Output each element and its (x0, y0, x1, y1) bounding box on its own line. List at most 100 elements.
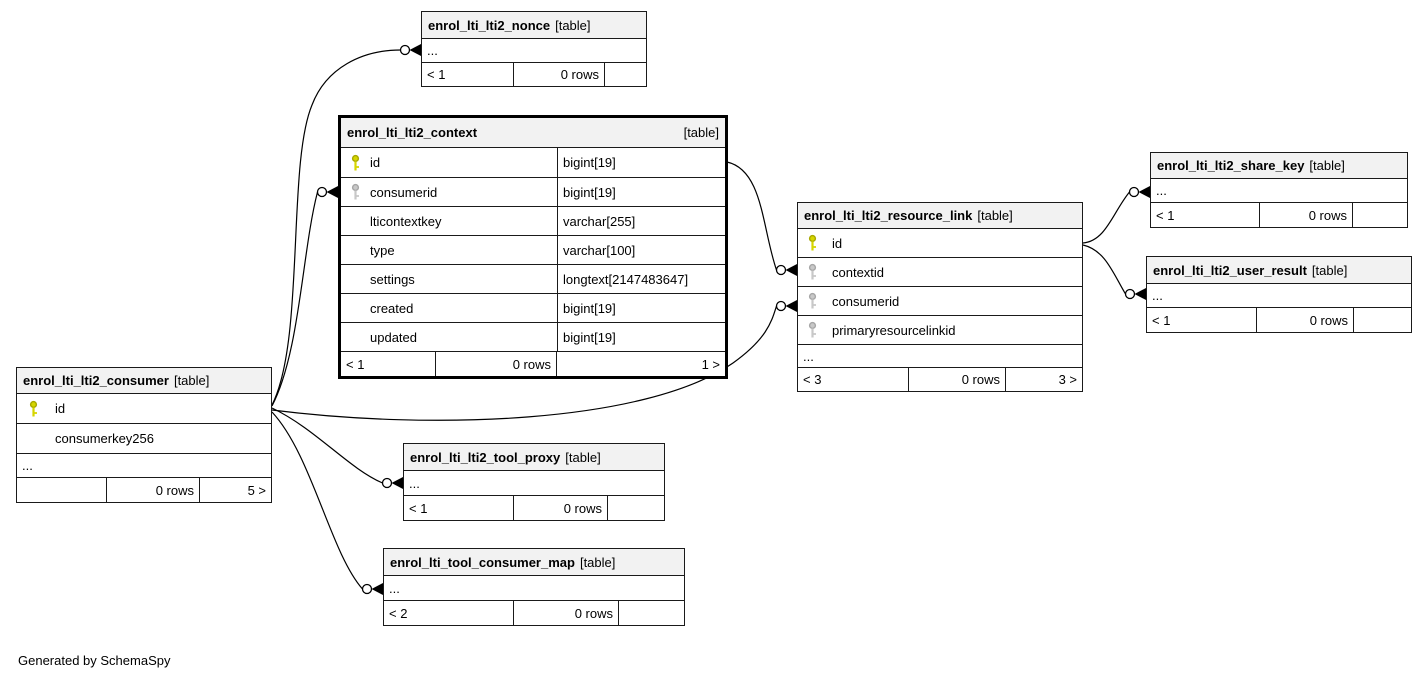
table-footer: < 1 0 rows (1151, 203, 1407, 227)
table-header[interactable]: enrol_lti_lti2_context [table] (341, 118, 725, 148)
table-footer: < 1 0 rows (422, 63, 646, 86)
column-name: lticontextkey (370, 213, 442, 229)
table-header[interactable]: enrol_lti_tool_consumer_map [table] (384, 549, 684, 576)
table-header[interactable]: enrol_lti_lti2_tool_proxy [table] (404, 444, 664, 471)
footer-children-count: < 1 (1151, 203, 1260, 227)
table-footer: < 3 0 rows 3 > (798, 368, 1082, 391)
footer-parents-count (605, 63, 646, 86)
generator-credit: Generated by SchemaSpy (18, 653, 171, 668)
footer-parents-count (619, 601, 684, 625)
table-header[interactable]: enrol_lti_lti2_user_result [table] (1147, 257, 1411, 284)
crowfoot-context (326, 186, 338, 198)
footer-row-count: 0 rows (514, 63, 605, 86)
zero-circle-context (316, 186, 328, 198)
ellipsis-row: ... (422, 39, 646, 63)
footer-row-count: 0 rows (1257, 308, 1354, 332)
table-enrol-lti-lti2-consumer[interactable]: enrol_lti_lti2_consumer [table] id consu… (16, 367, 272, 503)
table-type-tag: [table] (173, 373, 210, 388)
ellipsis-row: ... (17, 454, 271, 478)
edge-context-to-resource-link (726, 161, 778, 271)
edge-consumer-to-context (271, 191, 319, 407)
primary-key-icon (29, 400, 38, 417)
ellipsis-text: ... (1152, 288, 1163, 303)
footer-row-count: 0 rows (1260, 203, 1353, 227)
footer-row-count: 0 rows (514, 496, 608, 520)
foreign-key-icon (808, 321, 817, 339)
table-type-tag: [table] (565, 449, 601, 465)
foreign-key-icon (808, 263, 817, 281)
crowfoot-resource-link-consumerid (785, 300, 797, 312)
table-enrol-lti-lti2-user-result[interactable]: enrol_lti_lti2_user_result [table] ... <… (1146, 256, 1412, 333)
crowfoot-tool-consumer-map (371, 583, 383, 595)
crowfoot-resource-link-contextid (785, 264, 797, 276)
column-name: consumerid (370, 184, 438, 200)
column-name: type (370, 242, 395, 258)
ellipsis-text: ... (22, 458, 33, 473)
footer-row-count: 0 rows (107, 478, 200, 502)
column-name: contextid (832, 264, 885, 280)
edge-consumer-to-tool-proxy (271, 407, 383, 484)
ellipsis-text: ... (1156, 183, 1167, 198)
edge-resource-link-to-user-result (1082, 244, 1127, 295)
primary-key-icon (351, 154, 360, 171)
table-enrol-lti-lti2-nonce[interactable]: enrol_lti_lti2_nonce [table] ... < 1 0 r… (421, 11, 647, 87)
column-name: consumerid (832, 293, 900, 309)
column-type: longtext[2147483647] (557, 265, 725, 293)
table-type-tag: [table] (683, 125, 719, 140)
column-type: varchar[100] (557, 236, 725, 264)
column-type: varchar[255] (557, 207, 725, 235)
column-type: bigint[19] (557, 178, 725, 206)
column-row: lticontextkey varchar[255] (341, 207, 725, 236)
column-row: primaryresourcelinkid (798, 316, 1082, 345)
crowfoot-nonce (409, 44, 421, 56)
zero-circle-resource-link-consumerid (775, 300, 787, 312)
table-footer: < 1 0 rows (404, 496, 664, 520)
table-enrol-lti-lti2-share-key[interactable]: enrol_lti_lti2_share_key [table] ... < 1… (1150, 152, 1408, 228)
column-type: bigint[19] (557, 323, 725, 351)
ellipsis-row: ... (798, 345, 1082, 368)
ellipsis-text: ... (409, 475, 420, 491)
table-header[interactable]: enrol_lti_lti2_share_key [table] (1151, 153, 1407, 179)
footer-parents-count (1353, 203, 1407, 227)
table-name: enrol_lti_lti2_consumer (23, 373, 169, 388)
table-footer: < 1 0 rows (1147, 308, 1411, 332)
table-enrol-lti-lti2-tool-proxy[interactable]: enrol_lti_lti2_tool_proxy [table] ... < … (403, 443, 665, 521)
column-row: id bigint[19] (341, 148, 725, 178)
table-name: enrol_lti_lti2_tool_proxy (410, 449, 561, 465)
column-row: id (798, 229, 1082, 258)
ellipsis-row: ... (1147, 284, 1411, 308)
column-row: created bigint[19] (341, 294, 725, 323)
table-enrol-lti-tool-consumer-map[interactable]: enrol_lti_tool_consumer_map [table] ... … (383, 548, 685, 626)
column-row: id (17, 394, 271, 424)
table-type-tag: [table] (579, 554, 616, 570)
footer-children-count: < 1 (404, 496, 514, 520)
column-row: consumerid bigint[19] (341, 178, 725, 207)
column-name: settings (370, 271, 415, 287)
table-enrol-lti-lti2-resource-link[interactable]: enrol_lti_lti2_resource_link [table] id … (797, 202, 1083, 392)
footer-parents-count: 3 > (1058, 372, 1077, 387)
zero-circle-user-result (1124, 288, 1136, 300)
zero-circle-share-key (1128, 186, 1140, 198)
column-name: updated (370, 329, 417, 345)
table-name: enrol_lti_lti2_context (347, 125, 478, 140)
ellipsis-text: ... (427, 43, 438, 58)
column-row: consumerkey256 (17, 424, 271, 454)
zero-circle-tool-consumer-map (361, 583, 373, 595)
table-name: enrol_lti_lti2_nonce (428, 17, 551, 33)
ellipsis-text: ... (803, 348, 814, 364)
column-name: created (370, 300, 414, 316)
footer-children-count: < 1 (1147, 308, 1257, 332)
table-header[interactable]: enrol_lti_lti2_nonce [table] (422, 12, 646, 39)
footer-children-count: < 3 (798, 368, 909, 391)
ellipsis-text: ... (389, 580, 400, 596)
column-row: contextid (798, 258, 1082, 287)
table-type-tag: [table] (1309, 158, 1345, 173)
column-name: id (832, 235, 843, 251)
primary-key-icon (808, 234, 817, 252)
table-enrol-lti-lti2-context[interactable]: enrol_lti_lti2_context [table] id bigint… (338, 115, 728, 379)
table-header[interactable]: enrol_lti_lti2_consumer [table] (17, 368, 271, 394)
table-header[interactable]: enrol_lti_lti2_resource_link [table] (798, 203, 1082, 229)
footer-parents-count (1354, 308, 1411, 332)
zero-circle-tool-proxy (381, 477, 393, 489)
